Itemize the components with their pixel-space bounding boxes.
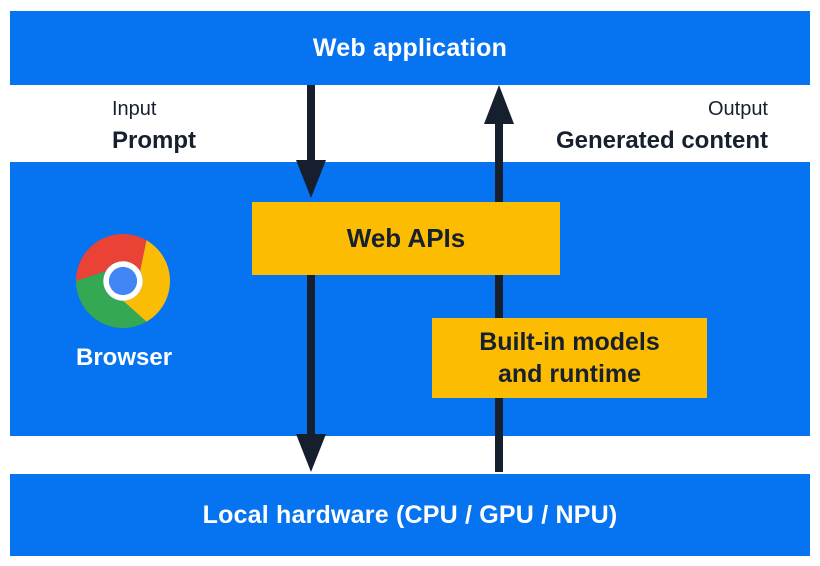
builtin-models-box: Built-in models and runtime [432,318,707,398]
input-label-group: Input Prompt [112,96,196,156]
prompt-down-arrow-lower-line [307,275,315,434]
prompt-down-arrow-upper-line [307,85,315,162]
web-application-label: Web application [312,33,508,62]
web-apis-box: Web APIs [252,202,560,275]
input-title: Input [112,98,157,120]
output-title: Output [707,98,768,120]
output-label-group: Output Generated content [556,96,768,156]
output-value: Generated content [555,127,768,154]
web-apis-label: Web APIs [346,223,466,253]
local-hardware-label: Local hardware (CPU / GPU / NPU) [202,500,618,529]
web-application-bar: Web application [10,11,810,85]
prompt-down-arrowhead-upper-icon [296,160,326,198]
generated-content-up-arrow-line [495,124,503,472]
builtin-models-label-line1: Built-in models [479,328,660,356]
chrome-icon [76,234,170,328]
prompt-down-arrowhead-lower-icon [296,434,326,472]
builtin-models-label-line2: and runtime [497,360,642,388]
input-value: Prompt [112,127,196,154]
local-hardware-bar: Local hardware (CPU / GPU / NPU) [10,474,810,556]
browser-label: Browser [76,344,173,371]
generated-content-up-arrowhead-icon [484,85,514,124]
